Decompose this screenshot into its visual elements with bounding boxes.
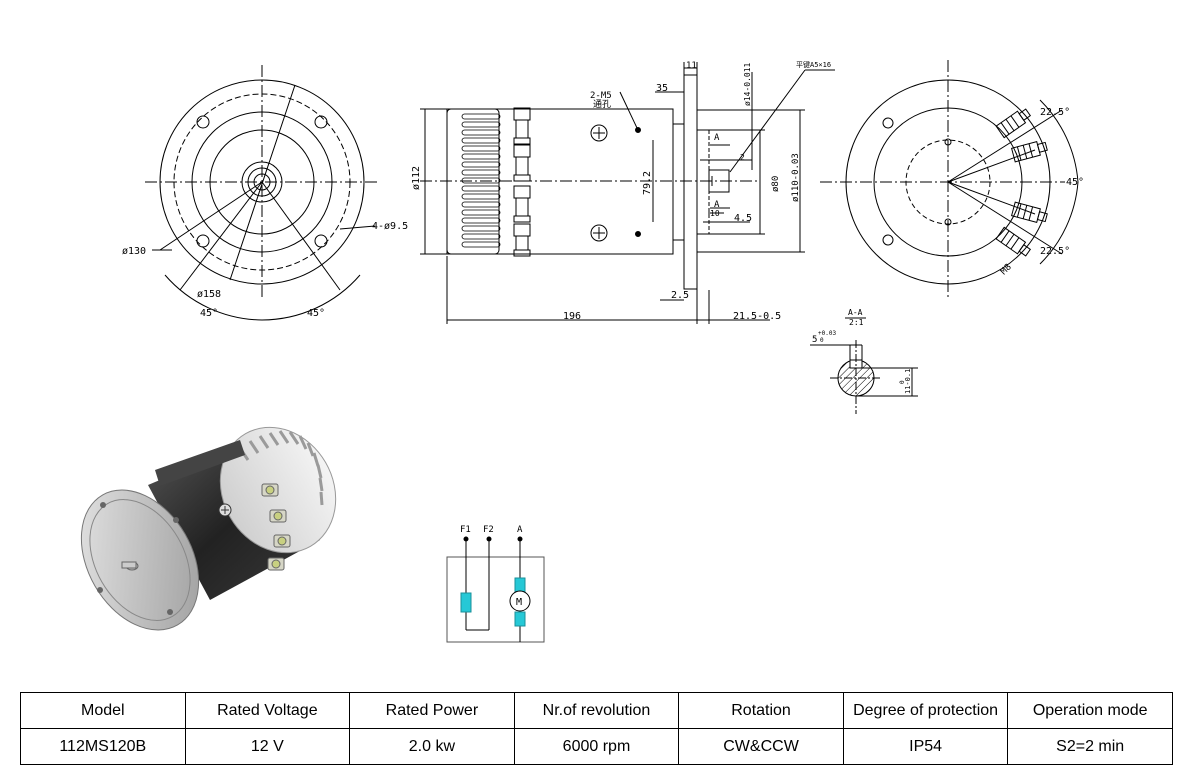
side-dim-11: ø80	[771, 176, 781, 192]
front-dim-2: 4-ø9.5	[372, 221, 408, 232]
side-dim-17: 21.5-0.5	[733, 311, 781, 322]
side-dim-16: 196	[563, 311, 581, 322]
section-dim-1: +0.03	[818, 330, 836, 337]
side-dim-13: 4.5	[734, 213, 752, 224]
front-dim-1: ø158	[197, 289, 221, 300]
front-dim-3: 45°	[200, 308, 218, 319]
front-dim-4: 45°	[307, 308, 325, 319]
rear-dim-0: 22.5°	[1040, 107, 1070, 118]
rear-dim-2: 45°	[1066, 177, 1084, 188]
rear-view	[820, 60, 1079, 300]
side-dim-8: A	[714, 133, 720, 143]
value-operation-mode: S2=2 min	[1007, 728, 1173, 765]
spec-value-row: 112MS120B 12 V 2.0 kw 6000 rpm CW&CCW IP…	[20, 728, 1173, 765]
side-dim-6: ø14-0.011	[743, 62, 752, 106]
value-rotation: CW&CCW	[678, 728, 844, 765]
side-dim-14: 10	[710, 209, 720, 218]
side-dim-2: 11	[686, 61, 697, 71]
header-revolution: Nr.of revolution	[513, 692, 680, 729]
side-dim-7: 平键A5×16	[796, 60, 831, 69]
technical-drawing: ø130 ø158 4-ø9.5 45° 45°	[80, 60, 1084, 643]
value-protection: IP54	[842, 728, 1009, 765]
header-protection: Degree of protection	[842, 692, 1009, 729]
side-dim-15: 2.5	[671, 290, 689, 301]
side-dim-9: A	[714, 200, 720, 210]
section-dim-3: 11-0.1	[904, 369, 912, 394]
side-dim-10: 2	[740, 153, 745, 162]
front-dim-0: ø130	[122, 246, 146, 257]
schematic-motor-label: M	[516, 597, 522, 608]
section-dim-0: 5	[812, 335, 817, 345]
section-dim-2: 0	[820, 337, 824, 344]
header-rated-voltage: Rated Voltage	[184, 692, 351, 729]
front-view	[145, 65, 378, 321]
rear-dim-1: 22.5°	[1040, 246, 1070, 257]
section-view	[810, 317, 918, 414]
value-rated-voltage: 12 V	[184, 728, 351, 765]
motor-3d-illustration	[80, 426, 337, 631]
side-view	[420, 62, 835, 324]
header-rated-power: Rated Power	[349, 692, 515, 729]
schematic-terminal-f2: F2	[483, 525, 494, 535]
side-dim-0: ø112	[411, 166, 422, 190]
spec-header-row: Model Rated Voltage Rated Power Nr.of re…	[20, 692, 1173, 729]
value-rated-power: 2.0 kw	[349, 728, 515, 765]
spec-table: Model Rated Voltage Rated Power Nr.of re…	[20, 692, 1173, 765]
side-dim-1: 35	[656, 83, 668, 94]
side-dim-4: 通孔	[593, 99, 611, 110]
header-operation-mode: Operation mode	[1007, 692, 1173, 729]
section-title: A-A	[848, 308, 863, 317]
side-dim-3: 2-M5	[590, 91, 612, 101]
side-dim-12: ø110-0.03	[791, 153, 801, 202]
wiring-schematic	[446, 536, 545, 643]
section-scale: 2:1	[849, 318, 864, 327]
schematic-terminal-f1: F1	[460, 525, 471, 535]
value-model: 112MS120B	[20, 728, 186, 765]
header-model: Model	[20, 692, 186, 729]
side-dim-5: 79.2	[642, 171, 653, 195]
header-rotation: Rotation	[678, 692, 844, 729]
schematic-terminal-a: A	[517, 525, 523, 535]
section-dim-4: 0	[899, 380, 906, 384]
value-revolution: 6000 rpm	[513, 728, 680, 765]
rear-dim-3: M8	[999, 262, 1014, 277]
